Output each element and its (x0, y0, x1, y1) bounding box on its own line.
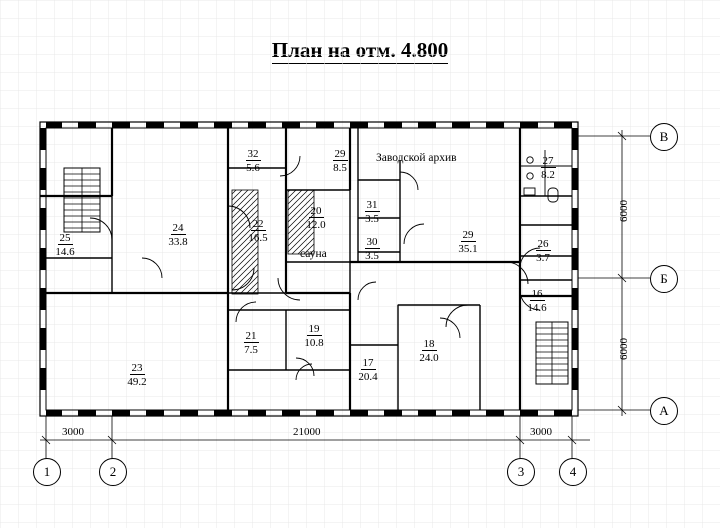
room-label: 18 24.0 (412, 338, 446, 364)
room-area: 14.6 (55, 246, 75, 258)
room-number: 23 (129, 362, 145, 375)
room-label: 22 16.5 (241, 218, 275, 244)
room-number: 20 (308, 205, 324, 218)
room-label: 29 35.1 (451, 229, 485, 255)
room-label: 21 7.5 (234, 330, 268, 356)
room-number: 18 (421, 338, 437, 351)
dimension-bottom-center: 21000 (293, 426, 321, 438)
room-area: 10.8 (304, 337, 324, 349)
room-label: 30 3.5 (355, 236, 389, 262)
room-label: 24 33.8 (161, 222, 195, 248)
room-area: 49.2 (127, 376, 147, 388)
room-area: 24.0 (419, 352, 439, 364)
room-label: 32 5.6 (236, 148, 270, 174)
room-area: 3.5 (365, 213, 379, 225)
room-number: 16 (529, 288, 545, 301)
room-number: 17 (360, 357, 376, 370)
room-area: 12.0 (306, 219, 326, 231)
room-area: 35.1 (458, 243, 478, 255)
room-area: 8.2 (541, 169, 555, 181)
room-label: 31 3.5 (355, 199, 389, 225)
room-area: 16.5 (248, 232, 268, 244)
room-number: 31 (364, 199, 380, 212)
axis-label-h-4: 4 (559, 458, 587, 486)
room-area: 33.8 (168, 236, 188, 248)
room-area: 5.6 (246, 162, 260, 174)
axis-label-h-3: 3 (507, 458, 535, 486)
room-number: 22 (250, 218, 266, 231)
room-area: 3.5 (365, 250, 379, 262)
room-number: 27 (540, 155, 556, 168)
room-label: 27 8.2 (534, 155, 562, 181)
room-area: 8.5 (333, 162, 347, 174)
room-number: 25 (57, 232, 73, 245)
room-name-sauna: сауна (300, 248, 327, 260)
axis-label-v-bottom: А (650, 397, 678, 425)
room-label: 20 12.0 (299, 205, 333, 231)
room-number: 30 (364, 236, 380, 249)
room-label: 16 14.6 (520, 288, 554, 314)
room-name-archive: Заводской архив (376, 152, 457, 164)
dimension-bottom-right: 3000 (530, 426, 552, 438)
room-label: 19 10.8 (297, 323, 331, 349)
axis-label-v-top: В (650, 123, 678, 151)
dimension-right-bottom: 6000 (618, 338, 630, 360)
dimension-right-top: 6000 (618, 200, 630, 222)
room-area: 7.5 (244, 344, 258, 356)
room-label: 25 14.6 (48, 232, 82, 258)
room-label: 23 49.2 (120, 362, 154, 388)
room-number: 29 (460, 229, 476, 242)
axis-label-h-1: 1 (33, 458, 61, 486)
dimension-bottom-left: 3000 (62, 426, 84, 438)
room-area: 3.7 (536, 252, 550, 264)
room-number: 26 (535, 238, 551, 251)
room-number: 29 (332, 148, 348, 161)
axis-label-h-2: 2 (99, 458, 127, 486)
room-area: 20.4 (358, 371, 378, 383)
room-number: 21 (243, 330, 259, 343)
axis-label-v-mid: Б (650, 265, 678, 293)
room-label: 17 20.4 (351, 357, 385, 383)
room-number: 24 (170, 222, 186, 235)
room-area: 14.6 (527, 302, 547, 314)
room-label: 26 3.7 (529, 238, 557, 264)
room-number: 32 (245, 148, 261, 161)
room-label: 29 8.5 (323, 148, 357, 174)
room-number: 19 (306, 323, 322, 336)
